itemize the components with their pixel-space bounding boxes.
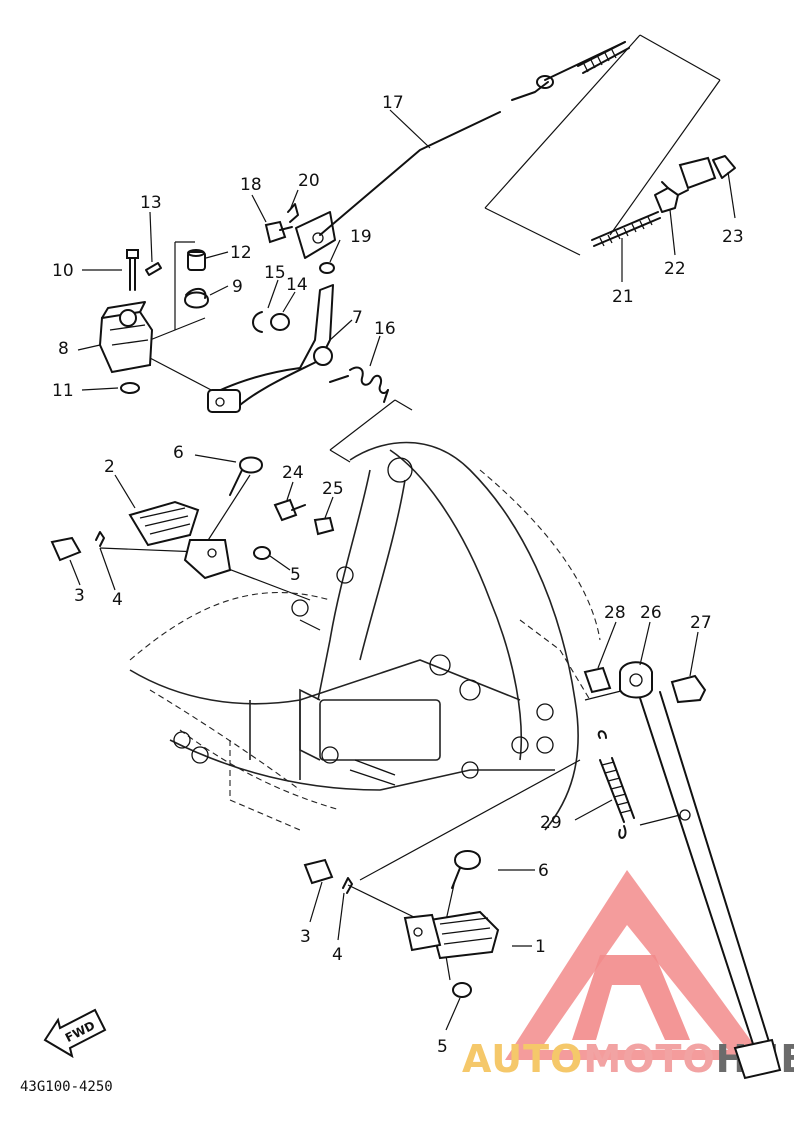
cotter-20 [287, 203, 299, 223]
washer-11 [120, 382, 140, 394]
callout-15: 15 [264, 263, 286, 283]
callout-22: 22 [664, 259, 686, 279]
callout-4a: 4 [112, 590, 123, 610]
leader-lines [69, 109, 736, 1031]
callout-3a: 3 [74, 586, 85, 606]
callouts: 1 2 3 3 4 4 5 5 6 6 7 8 9 10 11 12 13 14… [52, 93, 744, 1057]
callout-17: 17 [382, 93, 404, 113]
watermark-auto: AUTO [462, 1037, 583, 1081]
callout-5b: 5 [437, 1037, 448, 1057]
circlip-15 [252, 311, 263, 333]
spring-9 [184, 287, 209, 309]
drawing-code: 43G100-4250 [20, 1079, 113, 1095]
sidestand-26 [619, 661, 782, 1080]
callout-24: 24 [282, 463, 304, 483]
footrest-1 [403, 910, 500, 960]
callout-18: 18 [240, 175, 262, 195]
watermark-g-shape [572, 955, 690, 1040]
wing-nut-22 [654, 181, 689, 213]
brake-rod-17 [295, 41, 630, 259]
callout-13: 13 [140, 193, 162, 213]
callout-14: 14 [286, 275, 308, 295]
washer-19 [319, 262, 335, 274]
callout-19: 19 [350, 227, 372, 247]
callout-8: 8 [58, 339, 69, 359]
cotter-4b [342, 877, 353, 894]
washer-5a [253, 546, 271, 560]
callout-23: 23 [722, 227, 744, 247]
brake-pedal-7 [207, 284, 334, 413]
footrest-2 [128, 500, 232, 580]
callout-1: 1 [535, 937, 546, 957]
spring-6b [451, 850, 481, 889]
callout-16: 16 [374, 319, 396, 339]
callout-6a: 6 [173, 443, 184, 463]
callout-29: 29 [540, 813, 562, 833]
bolt-27 [670, 674, 707, 704]
callout-21: 21 [612, 287, 634, 307]
spring-6a [229, 456, 263, 496]
fwd-arrow: FWD [43, 1008, 107, 1059]
callout-11: 11 [52, 381, 74, 401]
collar-28 [583, 666, 612, 694]
bolt-24 [273, 498, 306, 522]
washer-14 [270, 313, 290, 331]
callout-3b: 3 [300, 927, 311, 947]
bolt-10 [126, 249, 139, 291]
callout-25: 25 [322, 479, 344, 499]
collar-12 [187, 249, 206, 271]
callout-27: 27 [690, 613, 712, 633]
pedal-housing-8 [98, 301, 154, 374]
pin-3b [303, 858, 334, 885]
callout-9: 9 [232, 277, 243, 297]
washer-5b [452, 982, 472, 998]
frame-outline [129, 441, 601, 831]
cotter-4a [95, 531, 105, 547]
pin-13 [145, 262, 162, 276]
callout-7: 7 [352, 308, 363, 328]
callout-4b: 4 [332, 945, 343, 965]
callout-26: 26 [640, 603, 662, 623]
joint-pin-23 [678, 155, 736, 190]
callout-10: 10 [52, 261, 74, 281]
return-spring-16 [329, 366, 389, 403]
callout-2: 2 [104, 457, 115, 477]
spring-29 [597, 730, 635, 839]
bolt-18 [264, 220, 293, 244]
pin-3a [50, 536, 82, 562]
callout-28: 28 [604, 603, 626, 623]
nut-25 [313, 516, 335, 536]
callout-20: 20 [298, 171, 320, 191]
watermark-moto: MOTO [583, 1037, 715, 1081]
callout-5a: 5 [290, 565, 301, 585]
adjust-bolt-21 [591, 211, 661, 247]
callout-12: 12 [230, 243, 252, 263]
callout-6b: 6 [538, 861, 549, 881]
